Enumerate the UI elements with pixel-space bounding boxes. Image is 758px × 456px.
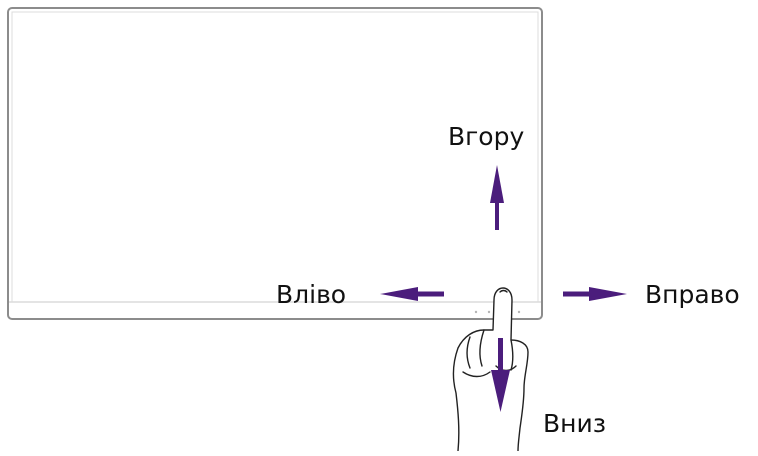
pointing-hand-icon xyxy=(452,287,529,452)
monitor-outline-icon xyxy=(7,7,543,320)
arrow-right-icon xyxy=(563,287,627,301)
arrow-down-icon xyxy=(491,338,510,412)
arrow-up-icon xyxy=(490,165,504,230)
arrow-left-icon xyxy=(380,287,444,301)
label-right: Вправо xyxy=(645,280,740,309)
label-left: Вліво xyxy=(276,280,347,309)
label-down: Вниз xyxy=(543,409,607,438)
label-up: Вгору xyxy=(448,122,525,151)
